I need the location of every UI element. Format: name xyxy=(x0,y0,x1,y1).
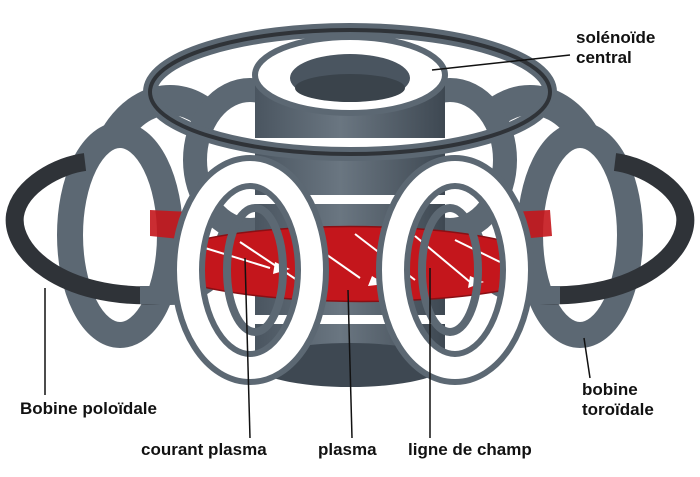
label-toroidal-coil: bobine toroïdale xyxy=(582,380,654,419)
label-plasma-current: courant plasma xyxy=(141,440,267,459)
toroidal-coils-front xyxy=(171,155,534,385)
label-field-line: ligne de champ xyxy=(408,440,532,459)
label-central-solenoid: solénoïde central xyxy=(576,28,656,67)
leader-lines xyxy=(44,54,591,439)
label-poloidal-coil: Bobine poloïdale xyxy=(20,399,157,418)
side-poloidal-coils xyxy=(5,153,695,305)
top-poloidal-coil xyxy=(143,23,557,161)
label-plasma: plasma xyxy=(318,440,377,459)
